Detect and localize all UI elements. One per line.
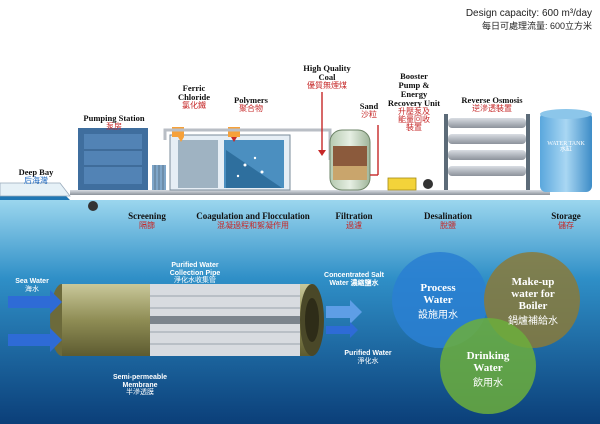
stage-screening: Screening 隔篩 [128,211,166,230]
label-semi-permeable-membrane: Semi-permeable Membrane 半滲透膜 [112,374,168,397]
purified-arrow [326,322,358,338]
filtration-vessel [318,92,379,191]
ro-membrane-cylinder [50,284,324,356]
pumping-station [78,128,148,211]
stage-storage: Storage 儲存 [551,211,581,230]
capacity-en: Design capacity: 600 m³/day [465,8,592,19]
label-makeup-water-boiler: Make-up water for Boiler 鍋爐補給水 [508,276,558,327]
label-sea-water: Sea Water 海水 [15,278,49,293]
drinking-water-circle [440,318,536,414]
label-pumping-station: Pumping Station 泵房 [83,113,145,131]
label-ferric-chloride: Ferric Chloride 氯化鐵 [177,83,211,110]
reverse-osmosis-rack [444,114,530,190]
process-water-circle [392,252,488,348]
label-polymers: Polymers 聚合物 [234,95,268,113]
label-deep-bay: Deep Bay 后海灣 [18,167,54,185]
capacity-zh: 每日可處理流量: 600立方米 [481,21,592,31]
label-concentrated-salt-water: Concentrated Salt Water 濃縮鹽水 [324,272,384,287]
label-purified-water: Purified Water 淨化水 [344,350,392,365]
label-collection-pipe: Purified Water Collection Pipe 淨化水收集管 [169,262,221,285]
stage-coagulation: Coagulation and Flocculation 混凝過程和絮凝作用 [196,211,310,230]
label-water-tank: WATER TANK 水缸 [547,141,585,154]
label-reverse-osmosis: Reverse Osmosis 逆滲透裝置 [461,95,523,113]
sea-water-arrows [8,290,62,352]
label-sand: Sand 沙粒 [359,101,379,119]
stage-desalination: Desalination 脫鹽 [423,211,472,230]
label-booster-pump: Booster Pump & Energy Recovery Unit 升壓泵及… [387,71,441,133]
label-drinking-water: Drinking Water 飲用水 [466,350,510,389]
coagulation-tanks [169,127,291,191]
screening-unit [152,165,166,190]
label-process-water: Process Water 設施用水 [418,282,458,321]
booster-pump [387,177,433,191]
land-strip [0,182,71,197]
stage-filtration: Filtration 過濾 [335,211,373,230]
design-capacity: Design capacity: 600 m³/day 每日可處理流量: 600… [466,8,592,32]
main-pipe [70,190,550,195]
label-high-quality-coal: High Quality Coal 優質無煙煤 [303,63,351,90]
water-tank [540,109,592,192]
brine-arrow [326,300,362,324]
